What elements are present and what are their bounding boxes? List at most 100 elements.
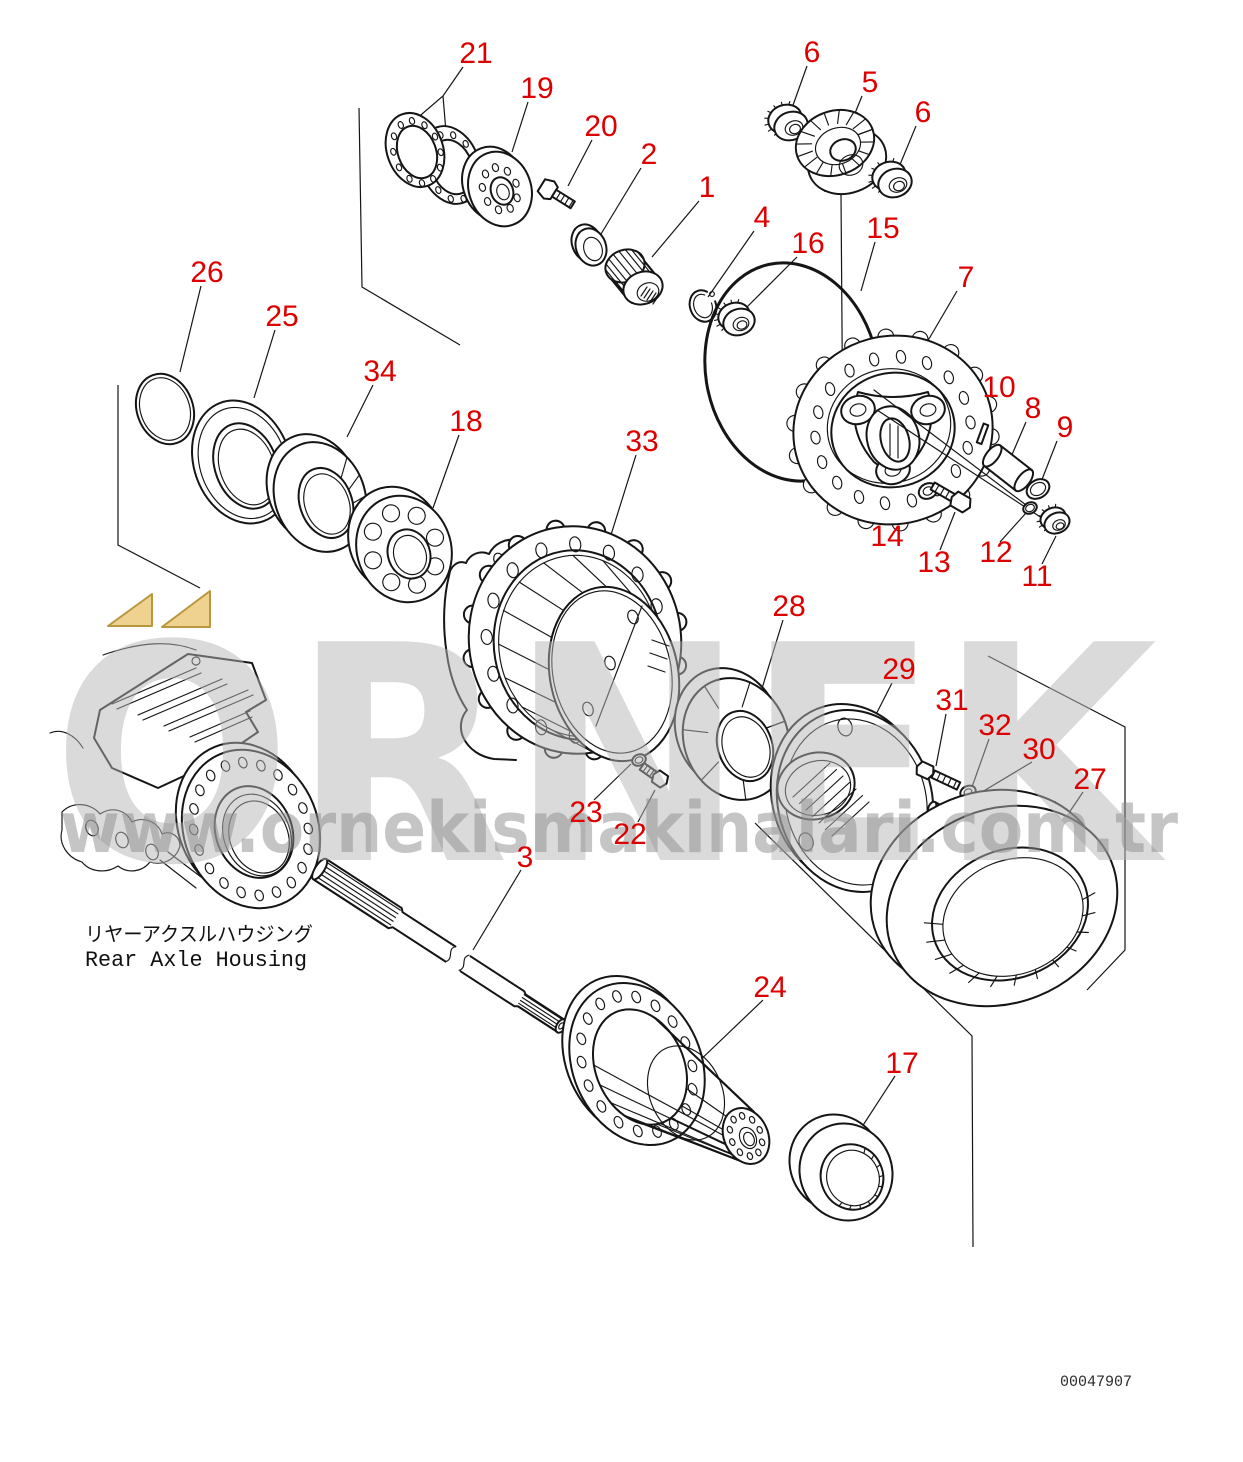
part-12-ring [1022,501,1038,515]
callout-32: 32 [978,709,1011,742]
bearing27-rollers [923,892,1096,988]
leader-15 [860,241,876,292]
caption-english: Rear Axle Housing [85,948,307,973]
frame-shim-group [358,107,461,346]
callout-9: 9 [1057,411,1074,444]
watermark: ORNEK www.ornekismakinalari.com.tr [52,582,1178,931]
part-33-hub-housing [443,519,688,763]
leader-32 [971,738,990,788]
centerline-hub-to-nut11 [876,409,1049,523]
rear-axle-housing-reference [49,643,322,910]
leader-17 [857,1075,896,1134]
hub-cap-holes [726,1111,766,1161]
callout-29: 29 [882,653,915,686]
part-13-bolt [929,481,972,514]
part-18-ball-bearing [347,485,453,604]
callout-15: 15 [866,212,899,245]
bearing18-balls [363,504,445,594]
callout-27: 27 [1073,763,1106,796]
part-2-spacer-ring [570,223,608,267]
leader-3 [472,869,522,951]
watermark-umlaut-triangle-left [107,593,153,627]
callout-2: 2 [641,138,658,171]
part-17-seal [788,1113,894,1222]
callout-6-b: 6 [915,96,932,129]
callout-30: 30 [1022,733,1055,766]
callout-16: 16 [791,227,824,260]
leader-22 [637,789,656,823]
part-6-lock-nut-b [868,158,913,199]
leader-lines [117,65,1126,1248]
leader-11 [1041,535,1057,565]
part-21-shim-a [384,112,446,188]
part-16-nut [714,299,756,337]
leader-23 [593,763,632,801]
callout-18: 18 [449,405,482,438]
leader-34 [346,384,374,438]
callout-4: 4 [754,201,771,234]
callout-labels: 21 19 20 2 6 5 6 1 4 16 15 7 10 8 9 14 1… [190,36,1106,1080]
callout-11: 11 [1021,560,1052,593]
callout-7: 7 [958,261,975,294]
watermark-brand-text: ORNEK [52,582,1168,931]
callout-23: 23 [569,796,602,829]
callout-6-a: 6 [804,36,821,69]
part-29-cover-plate [769,703,935,893]
leader-19 [511,101,529,153]
leader-18 [432,434,460,509]
part-31-bolt [915,760,962,791]
frame-left-seals [117,385,201,589]
callout-5: 5 [862,66,879,99]
callout-20: 20 [584,110,617,143]
shaft-spline-1 [313,861,401,930]
part-20-bolt [536,178,576,210]
leader-4 [707,230,755,298]
exploded-parts-art [49,101,1119,1222]
leader-9 [1040,440,1058,483]
part-9-o-ring [1025,478,1051,500]
watermark-umlaut-triangle-right [161,590,211,628]
part-8-pin [981,443,1035,493]
plate29-spline-hatch [792,762,870,837]
callout-13: 13 [917,546,950,579]
part-1-needle-bearing [604,248,664,306]
callout-19: 19 [520,72,553,105]
callout-24: 24 [753,971,786,1004]
callout-8: 8 [1025,392,1042,425]
leader-25 [253,329,276,399]
leader-6a [791,65,808,109]
plate-holes [478,163,521,215]
part-26-o-ring [134,372,196,446]
leader-26 [179,285,202,373]
leader-8 [1010,421,1027,458]
callout-25: 25 [265,300,298,333]
callout-1: 1 [699,171,716,204]
callout-28: 28 [772,590,805,623]
callout-22: 22 [613,818,646,851]
leader-6b [898,125,917,168]
callout-34: 34 [363,355,396,388]
part-28-bearing-race [673,667,791,801]
drawing-number: 00047907 [1060,1373,1132,1391]
frame-seal-group [754,822,974,1248]
callout-12: 12 [979,536,1012,569]
part-4-snap-ring [688,289,718,323]
part-5-taper-bearing [794,108,888,196]
part-27-roller-bearing [869,788,1119,1008]
ref-flange-holes [188,756,314,902]
needle-rollers [604,249,656,305]
callout-3: 3 [517,841,534,874]
leader-12 [999,512,1027,543]
frame-bearing-group [987,655,1126,991]
leader-16 [740,256,798,314]
part-10-pin [975,422,990,446]
leader-33 [609,454,637,539]
leader-28 [759,619,784,696]
leader-20 [567,139,593,187]
leader-13 [939,511,956,551]
leader-24 [693,999,764,1067]
shim-a-holes [390,116,444,188]
part-19-retainer-plate [461,145,533,228]
